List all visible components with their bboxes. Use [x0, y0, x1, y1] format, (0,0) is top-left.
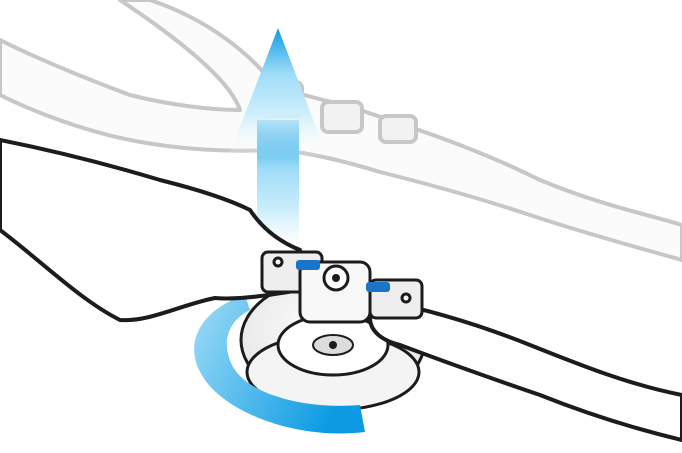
- propeller-removal-illustration: [0, 0, 682, 453]
